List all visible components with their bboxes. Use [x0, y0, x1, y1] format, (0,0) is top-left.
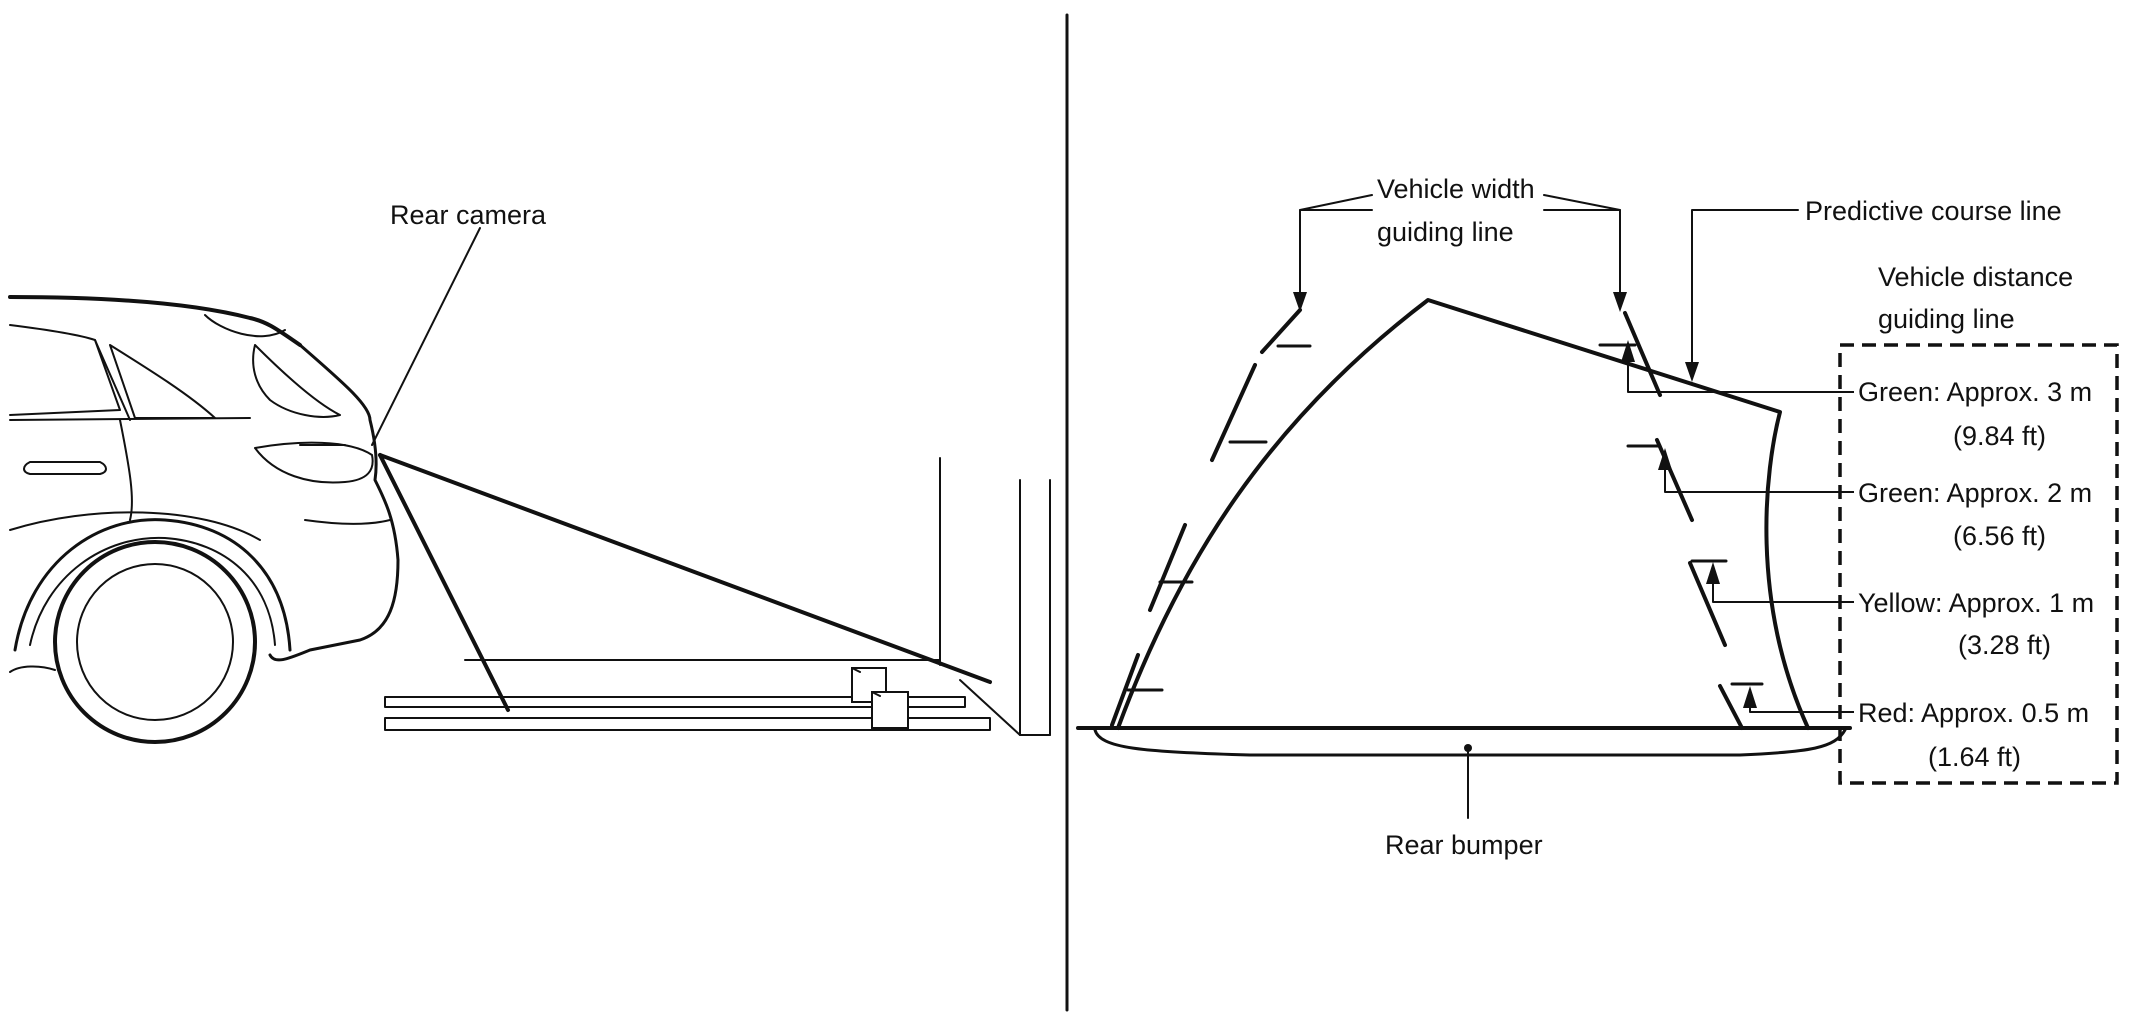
rear-bumper-label: Rear bumper [1385, 830, 1543, 860]
rear-camera-label: Rear camera [390, 200, 547, 230]
rear-camera-leader [371, 227, 481, 446]
parking-ground-scene [384, 457, 1051, 736]
predictive-course-line [1116, 298, 1810, 730]
vehicle-width-label-line1: Vehicle width [1377, 174, 1535, 204]
yellow-1m-ft-label: (3.28 ft) [1958, 630, 2051, 660]
yellow-1m-label: Yellow: Approx. 1 m [1858, 588, 2094, 618]
vehicle-distance-label-line1: Vehicle distance [1878, 262, 2073, 292]
vehicle-distance-label-line2: guiding line [1878, 304, 2015, 334]
distance-legend-box [1838, 343, 2119, 785]
green-2m-ft-label: (6.56 ft) [1953, 521, 2046, 551]
vehicle-rear-illustration [8, 295, 400, 744]
red-05m-label: Red: Approx. 0.5 m [1858, 698, 2089, 728]
vehicle-width-label-line2: guiding line [1377, 217, 1514, 247]
distance-callouts [1621, 340, 1856, 713]
red-05m-ft-label: (1.64 ft) [1928, 742, 2021, 772]
camera-field-of-view [378, 453, 992, 712]
green-2m-label: Green: Approx. 2 m [1858, 478, 2092, 508]
vehicle-width-line-left [1110, 308, 1312, 727]
rear-bumper-dot [1464, 744, 1472, 752]
vehicle-width-callout [1293, 194, 1627, 312]
green-3m-ft-label: (9.84 ft) [1953, 421, 2046, 451]
predictive-course-label: Predictive course line [1805, 196, 2062, 226]
green-3m-label: Green: Approx. 3 m [1858, 377, 2092, 407]
predictive-course-callout [1685, 209, 1799, 382]
vehicle-width-line-right [1598, 311, 1764, 730]
rear-bumper-outline [1076, 726, 1852, 757]
